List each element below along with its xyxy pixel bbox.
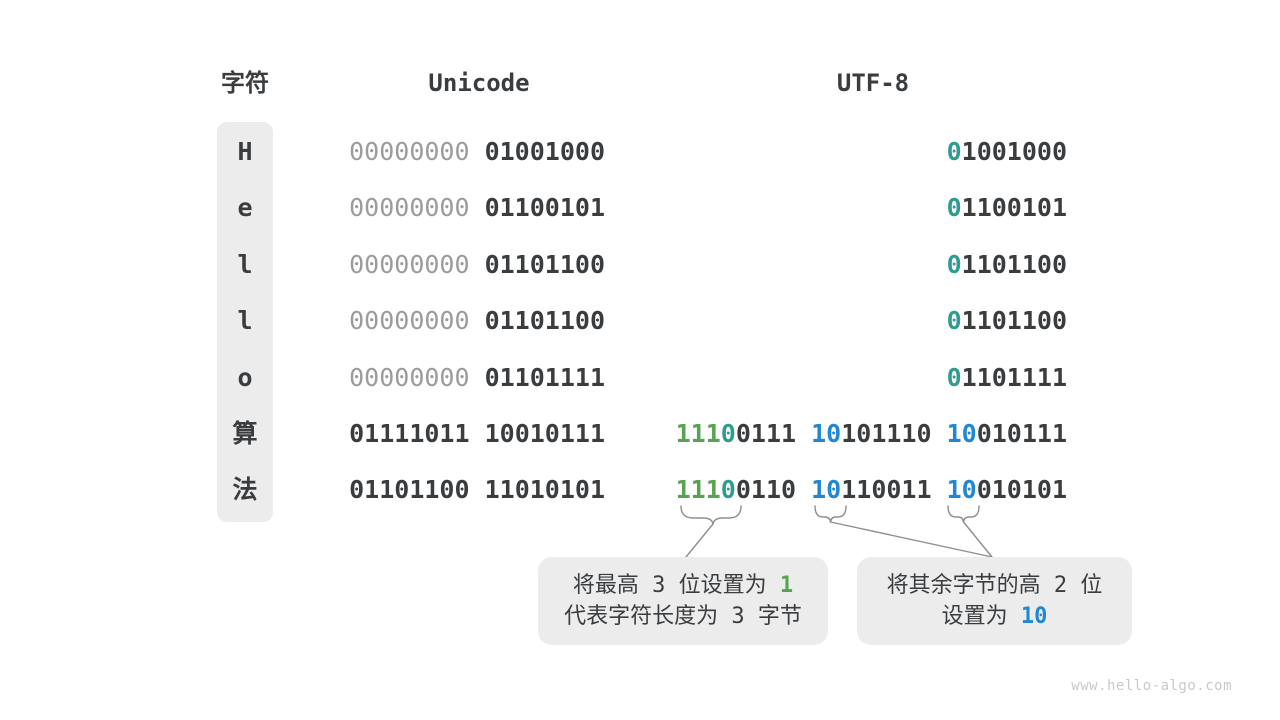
- text-segment: 0: [720, 475, 736, 505]
- utf8-cell: 01100101: [600, 190, 1067, 226]
- connector-line-left: [685, 523, 714, 558]
- text-segment: 01101100: [469, 249, 605, 279]
- callout-line: 将最高 3 位设置为 1: [538, 570, 828, 601]
- text-segment: 0111: [735, 419, 812, 448]
- text-segment: 10: [946, 419, 977, 448]
- text-segment: 将最高 3 位设置为: [572, 573, 780, 598]
- text-segment: 01111011 10010111: [349, 419, 605, 448]
- text-segment: 0: [946, 249, 962, 279]
- text-segment: 00000000: [349, 362, 470, 392]
- text-segment: 01100101: [469, 193, 605, 223]
- text-segment: 1101100: [961, 249, 1067, 279]
- column-header-character: 字符: [221, 69, 269, 97]
- unicode-cell: 00000000 01101100: [300, 247, 605, 283]
- text-segment: 将其余字节的高 2 位: [886, 573, 1103, 598]
- text-segment: 0: [946, 137, 962, 166]
- watermark: www.hello-algo.com: [1071, 678, 1232, 694]
- text-segment: 111: [675, 419, 721, 448]
- text-segment: 1101100: [961, 306, 1067, 336]
- callout-line: 将其余字节的高 2 位: [857, 570, 1132, 601]
- text-segment: 10: [1020, 604, 1048, 629]
- text-segment: 00000000: [349, 193, 470, 223]
- character-cell: e: [237, 193, 253, 223]
- text-segment: 01001000: [469, 137, 605, 166]
- unicode-cell: 00000000 01101100: [300, 303, 605, 339]
- character-cell: l: [237, 249, 253, 279]
- callout-continuation-byte: 将其余字节的高 2 位 设置为 10: [857, 557, 1132, 645]
- text-segment: 010101: [976, 475, 1067, 505]
- column-header-utf8: UTF-8: [836, 69, 910, 97]
- text-segment: 1100101: [961, 193, 1067, 223]
- connector-line-mid: [829, 521, 993, 558]
- text-segment: 01101100: [469, 306, 605, 336]
- utf8-cell: 01101100: [600, 247, 1067, 283]
- column-header-unicode: Unicode: [428, 69, 530, 97]
- text-segment: 010111: [976, 419, 1067, 448]
- text-segment: 10: [946, 475, 977, 505]
- connector-line-right: [962, 521, 993, 558]
- utf8-cell: 01101100: [600, 303, 1067, 339]
- character-column-background: [217, 122, 273, 522]
- text-segment: 111: [675, 475, 721, 505]
- unicode-cell: 00000000 01101111: [300, 360, 605, 396]
- text-segment: 10: [811, 419, 842, 448]
- underbrace-leading-byte: [680, 505, 742, 525]
- text-segment: 0: [946, 193, 962, 223]
- callout-leading-byte: 将最高 3 位设置为 1 代表字符长度为 3 字节: [538, 557, 828, 645]
- text-segment: 01101111: [469, 362, 605, 392]
- unicode-cell: 00000000 01100101: [300, 190, 605, 226]
- text-segment: 设置为: [941, 604, 1021, 629]
- text-segment: 00000000: [349, 249, 470, 279]
- text-segment: 01101100 11010101: [349, 475, 605, 505]
- underbrace-continuation-byte-2: [947, 505, 980, 523]
- character-cell: 算: [232, 419, 258, 448]
- character-cell: H: [237, 137, 253, 166]
- unicode-cell: 00000000 01001000: [300, 134, 605, 170]
- text-segment: 0: [946, 306, 962, 336]
- unicode-cell: 01101100 11010101: [300, 472, 605, 508]
- text-segment: 0110: [735, 475, 812, 505]
- text-segment: 1101111: [961, 362, 1067, 392]
- utf8-cell: 01001000: [600, 134, 1067, 170]
- callout-line: 代表字符长度为 3 字节: [538, 601, 828, 632]
- utf8-cell: 01101111: [600, 360, 1067, 396]
- utf8-cell: 11100110 10110011 10010101: [600, 472, 1067, 508]
- text-segment: 1001000: [961, 137, 1067, 166]
- text-segment: 10: [811, 475, 842, 505]
- text-segment: 1: [779, 573, 794, 598]
- text-segment: 代表字符长度为 3 字节: [564, 604, 802, 629]
- text-segment: 00000000: [349, 306, 470, 336]
- character-cell: 法: [232, 475, 258, 505]
- character-cell: o: [237, 362, 253, 392]
- character-cell: l: [237, 306, 253, 336]
- utf8-cell: 11100111 10101110 10010111: [600, 416, 1067, 452]
- text-segment: 0: [946, 362, 962, 392]
- callout-line: 设置为 10: [857, 601, 1132, 632]
- underbrace-continuation-byte-1: [814, 505, 847, 523]
- text-segment: 110011: [841, 475, 947, 505]
- text-segment: 00000000: [349, 137, 470, 166]
- text-segment: 101110: [841, 419, 947, 448]
- unicode-cell: 01111011 10010111: [300, 416, 605, 452]
- text-segment: 0: [720, 419, 736, 448]
